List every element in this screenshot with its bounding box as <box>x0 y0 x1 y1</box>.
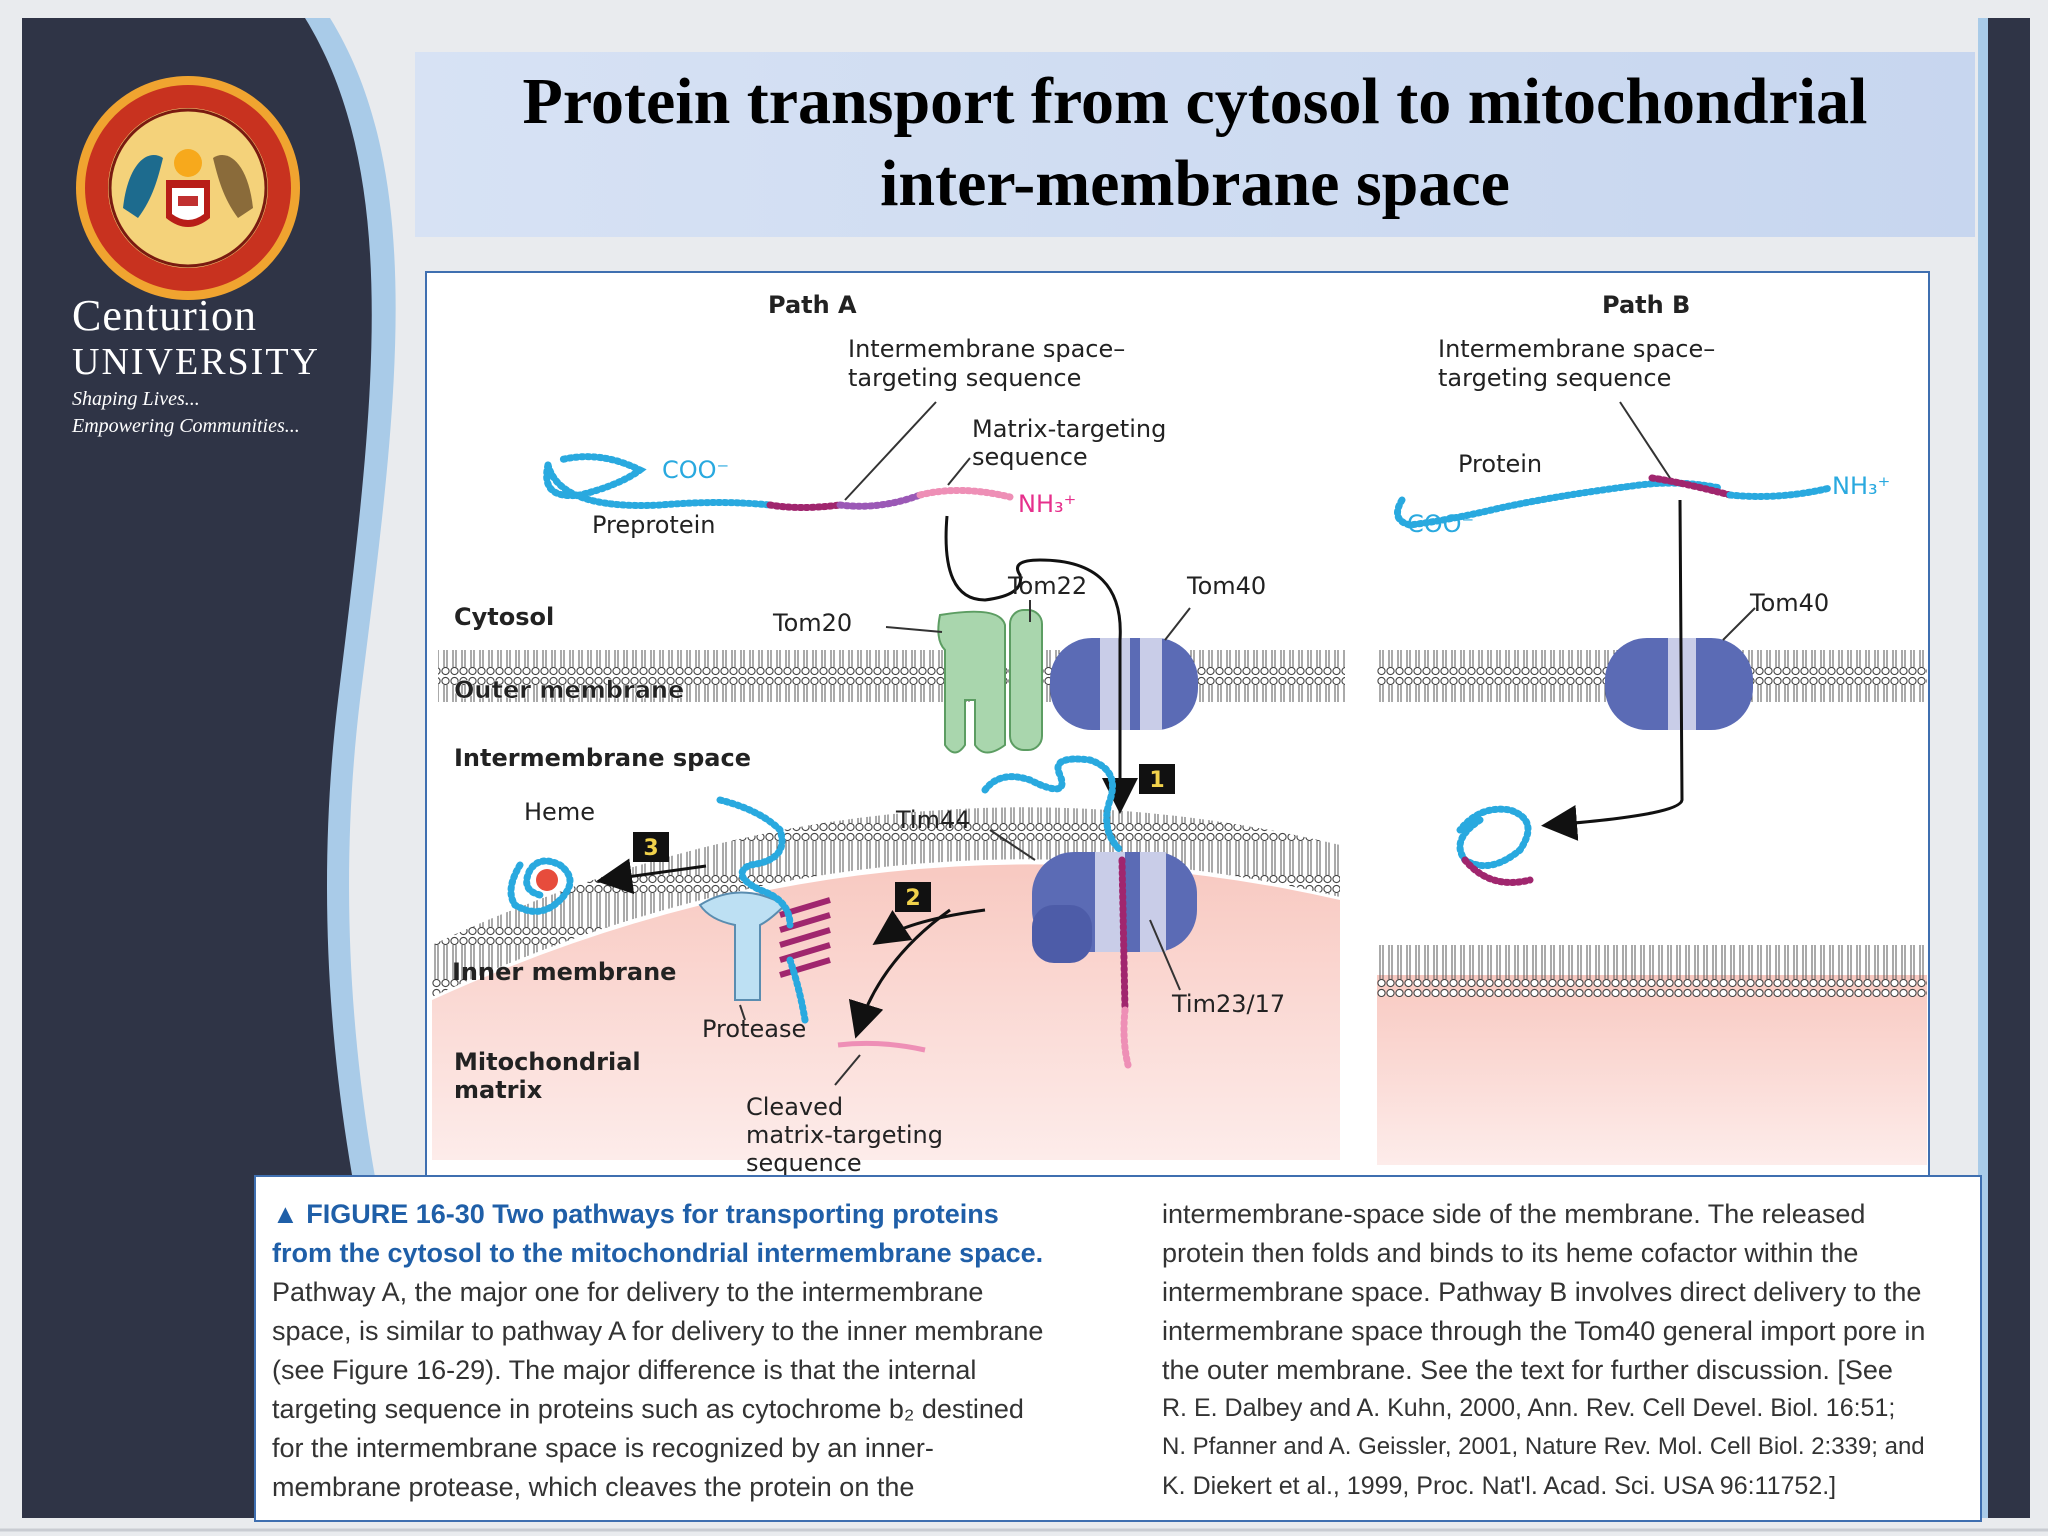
ims-sequence-label-b: Intermembrane space– <box>1438 335 1715 363</box>
caption-line: membrane protease, which cleaves the pro… <box>272 1472 915 1502</box>
step-2-box <box>895 882 931 912</box>
path-b-heading: Path B <box>1602 291 1690 319</box>
university-name: Centurion <box>72 291 257 340</box>
tagline: Shaping Lives... <box>72 388 200 410</box>
tim23-17-complex <box>1032 852 1197 963</box>
nh3-label-b: NH₃⁺ <box>1832 472 1890 500</box>
cytosol-label: Cytosol <box>454 603 554 631</box>
import-arrow-a <box>944 515 1138 814</box>
tagline: Empowering Communities... <box>72 415 300 437</box>
tom40-complex-b <box>1605 638 1753 730</box>
coo-label-a: COO⁻ <box>662 456 729 484</box>
preprotein-chain <box>544 461 774 509</box>
protein-label-b: Protein <box>1458 450 1542 478</box>
tim23-17-label: Tim23/17 <box>1171 990 1285 1018</box>
caption-line: targeting sequence in proteins such as c… <box>272 1394 1024 1424</box>
tom22-protein <box>1009 609 1043 751</box>
cleaved-label-3: sequence <box>746 1149 862 1177</box>
matrix-label: Mitochondrial <box>454 1048 641 1076</box>
step-1-box <box>1139 764 1175 794</box>
intermembrane-space-label: Intermembrane space <box>454 744 751 772</box>
caption-line: space, is similar to pathway A for deliv… <box>272 1316 1044 1346</box>
preprotein-label: Preprotein <box>592 511 715 539</box>
heme-label: Heme <box>524 798 595 826</box>
arrow-2b <box>848 908 951 1039</box>
arrow-3 <box>596 858 707 895</box>
nh3-label-a: NH₃⁺ <box>1018 490 1076 518</box>
cleaved-label: Cleaved <box>746 1093 843 1121</box>
ims-sequence-label-2: targeting sequence <box>848 364 1081 392</box>
import-arrow-b <box>1541 499 1684 841</box>
tom20-label: Tom20 <box>772 609 852 637</box>
folded-protein-b <box>1456 805 1532 870</box>
inner-membrane-b <box>1377 945 1927 997</box>
title-banner: Protein transport from cytosol to mitoch… <box>415 52 1975 237</box>
tom40-label-b: Tom40 <box>1749 589 1829 617</box>
tom22-label: Tom22 <box>1007 572 1087 600</box>
step-3-label: 3 <box>643 836 658 861</box>
protein-chain-b <box>1394 479 1724 529</box>
matrix-sequence-label-2: sequence <box>972 443 1088 471</box>
caption-line: the outer membrane. See the text for fur… <box>1162 1355 1893 1385</box>
path-a-heading: Path A <box>768 291 857 319</box>
step-3-box <box>633 832 669 862</box>
coo-label-b: COO⁻ <box>1407 510 1474 538</box>
caption-line: intermembrane space. Pathway B involves … <box>1162 1277 1922 1307</box>
caption-line: R. E. Dalbey and A. Kuhn, 2000, Ann. Rev… <box>1162 1394 1896 1422</box>
page-title: Protein transport from cytosol to mitoch… <box>522 65 1868 138</box>
step-2-label: 2 <box>905 886 920 911</box>
caption-line: ▲ FIGURE 16-30 Two pathways for transpor… <box>272 1199 999 1229</box>
step-1-label: 1 <box>1149 768 1164 793</box>
matrix-label-2: matrix <box>454 1076 543 1104</box>
caption-line: intermembrane-space side of the membrane… <box>1162 1199 1866 1229</box>
cleaved-segment <box>837 1040 926 1053</box>
cleaved-label-2: matrix-targeting <box>746 1121 943 1149</box>
caption-line: (see Figure 16-29). The major difference… <box>272 1355 977 1385</box>
caption-line: Pathway A, the major one for delivery to… <box>272 1277 984 1307</box>
matrix-sequence-label: Matrix-targeting <box>972 415 1166 443</box>
inner-membrane-label: Inner membrane <box>452 958 676 986</box>
matrix-signal-segment <box>916 487 1014 501</box>
ims-sequence-label: Intermembrane space– <box>848 335 1125 363</box>
tom20-protein <box>937 610 1006 754</box>
arrow-2a <box>872 908 986 945</box>
tom40-label-a: Tom40 <box>1186 572 1266 600</box>
university-seal-logo <box>76 76 300 300</box>
caption-line: from the cytosol to the mitochondrial in… <box>272 1238 1044 1268</box>
page-title-line2: inter-membrane space <box>880 147 1510 220</box>
caption-line: intermembrane space through the Tom40 ge… <box>1162 1316 1926 1346</box>
heme-group <box>536 869 558 891</box>
folded-protein-a <box>507 857 574 915</box>
protease-protein <box>698 891 787 1001</box>
matrix-region-b <box>1377 975 1927 1165</box>
tim44-label: Tim44 <box>895 806 971 834</box>
outer-membrane-label: Outer membrane <box>454 676 684 704</box>
caption-line: for the intermembrane space is recognize… <box>272 1433 934 1463</box>
protease-label: Protease <box>702 1015 806 1043</box>
university-name-sub: UNIVERSITY <box>72 341 320 383</box>
tom40-complex-a <box>1050 638 1198 730</box>
ims-sequence-label-b-2: targeting sequence <box>1438 364 1671 392</box>
caption-line: protein then folds and binds to its heme… <box>1162 1238 1859 1268</box>
ims-signal-helix <box>779 897 831 978</box>
caption-line: K. Diekert et al., 1999, Proc. Nat'l. Ac… <box>1162 1472 1837 1500</box>
caption-line: N. Pfanner and A. Geissler, 2001, Nature… <box>1162 1433 1925 1460</box>
figure-caption: ▲ FIGURE 16-30 Two pathways for transpor… <box>254 1175 1982 1522</box>
